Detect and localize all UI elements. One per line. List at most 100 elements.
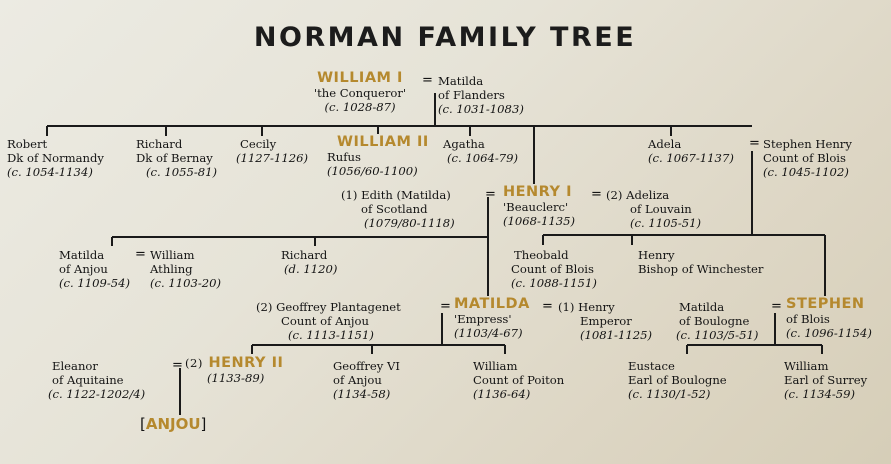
line1-cecily: Cecily <box>240 137 277 151</box>
line2-matilda-boulogne: of Boulogne <box>679 314 750 328</box>
line2-theobald: Count of Blois <box>511 262 594 276</box>
person-henry-bishop: Henry Bishop of Winchester <box>638 248 763 276</box>
person-matilda-empress: MATILDA 'Empress' (1103/4-67) <box>454 297 530 341</box>
name-william1: WILLIAM I <box>317 70 403 86</box>
marriage-sign-henry-emperor: = <box>542 299 553 314</box>
dates-william1: (c. 1028-87) <box>324 100 396 114</box>
person-richard-d: Richard (d. 1120) <box>281 248 337 276</box>
line1-eleanor: Eleanor <box>52 359 98 373</box>
person-geoffrey-plantagenet: (2) Geoffrey Plantagenet Count of Anjou … <box>256 300 401 342</box>
dates-adela: (c. 1067-1137) <box>648 151 734 165</box>
line1-adela: Adela <box>648 137 682 151</box>
line2-stephen-henry: Count of Blois <box>763 151 846 165</box>
line2-richard-bernay: Dk of Bernay <box>136 151 213 165</box>
dates-henry2: (1133-89) <box>207 371 265 385</box>
dates-agatha: (c. 1064-79) <box>447 151 519 165</box>
person-robert: Robert Dk of Normandy (c. 1054-1134) <box>2 137 132 179</box>
line2-matilda-anjou: of Anjou <box>59 262 108 276</box>
line1-theobald: Theobald <box>514 248 569 262</box>
marriage-sign-edith: = <box>485 187 496 202</box>
dates-theobald: (c. 1088-1151) <box>511 276 597 290</box>
person-william-poiton: William Count of Poiton (1136-64) <box>473 359 564 401</box>
person-henry1: HENRY I 'Beauclerc' (1068-1135) <box>503 184 575 229</box>
dates-matilda-anjou: (c. 1109-54) <box>59 276 131 290</box>
epithet-stephen: of Blois <box>786 312 830 326</box>
line1-henry-emperor: (1) Henry <box>558 300 615 314</box>
line1-matilda-anjou: Matilda <box>59 248 105 262</box>
line1-adeliza: (2) Adeliza <box>606 188 670 202</box>
dates-eleanor: (c. 1122-1202/4) <box>48 387 146 401</box>
line2-henry-bishop: Bishop of Winchester <box>638 262 764 276</box>
marriage-sign-matilda-anjou: = <box>135 247 146 262</box>
line2-matilda-flanders: of Flanders <box>438 88 505 102</box>
bracket-close: ] <box>200 415 207 433</box>
person-cecily: Cecily (1127-1126) <box>236 137 308 165</box>
dates-william2: (1056/60-1100) <box>327 164 418 178</box>
dates-henry-emperor: (1081-1125) <box>580 328 652 342</box>
epithet-william1: 'the Conqueror' <box>313 86 407 100</box>
dates-edith: (1079/80-1118) <box>364 216 455 230</box>
bracket-open: [ <box>140 415 146 433</box>
marriage-sign-adeliza: = <box>591 187 602 202</box>
line2-eustace: Earl of Boulogne <box>628 373 727 387</box>
line1-eustace: Eustace <box>628 359 675 373</box>
line1-stephen-henry: Stephen Henry <box>763 137 852 151</box>
name-henry1: HENRY I <box>503 184 572 200</box>
line2-geoffrey-plantagenet: Count of Anjou <box>281 314 369 328</box>
line2-eleanor: of Aquitaine <box>52 373 124 387</box>
line1-henry-bishop: Henry <box>638 248 675 262</box>
line1-matilda-flanders: Matilda <box>438 74 484 88</box>
line1-robert: Robert <box>7 137 48 151</box>
line1-matilda-boulogne: Matilda <box>679 300 725 314</box>
dates-william-athling: (c. 1103-20) <box>150 276 222 290</box>
house-anjou-label: [ANJOU] <box>140 415 206 433</box>
line1-william-athling: William <box>150 248 195 262</box>
person-william-athling: William Athling (c. 1103-20) <box>150 248 221 290</box>
marriage-sign-adela: = <box>749 136 760 151</box>
line2-william-surrey: Earl of Surrey <box>784 373 868 387</box>
epithet-william2: Rufus <box>327 150 361 164</box>
name-henry2: HENRY II <box>208 355 284 371</box>
person-eustace: Eustace Earl of Boulogne (c. 1130/1-52) <box>628 359 727 401</box>
dates-william-surrey: (c. 1134-59) <box>784 387 856 401</box>
dates-henry1: (1068-1135) <box>503 214 575 228</box>
dates-geoffrey-plantagenet: (c. 1113-1151) <box>288 328 374 342</box>
line1-edith: (1) Edith (Matilda) <box>341 188 451 202</box>
dates-stephen: (c. 1096-1154) <box>786 326 872 340</box>
person-henry-emperor: (1) Henry Emperor (1081-1125) <box>558 300 652 342</box>
person-stephen: STEPHEN of Blois (c. 1096-1154) <box>786 297 872 341</box>
marriage-sign-stephen: = <box>771 299 782 314</box>
line2-robert: Dk of Normandy <box>7 151 104 165</box>
dates-cecily: (1127-1126) <box>236 151 308 165</box>
dates-matilda-flanders: (c. 1031-1083) <box>438 102 524 116</box>
person-matilda-flanders: Matilda of Flanders (c. 1031-1083) <box>438 74 524 116</box>
line1-william-poiton: William <box>473 359 518 373</box>
epithet-matilda-empress: 'Empress' <box>454 312 512 326</box>
marriage-sign-william1: = <box>422 73 433 88</box>
line2-adeliza: of Louvain <box>630 202 692 216</box>
marriage-sign-eleanor: = <box>172 358 183 373</box>
prefix-henry2: (2) <box>185 356 203 370</box>
person-henry2: (2) HENRY II (1133-89) <box>185 355 284 386</box>
line1-geoffrey-plantagenet: (2) Geoffrey Plantagenet <box>256 300 401 314</box>
dates-richard-d: (d. 1120) <box>284 262 338 276</box>
dates-eustace: (c. 1130/1-52) <box>628 387 711 401</box>
dates-william-poiton: (1136-64) <box>473 387 531 401</box>
line1-william-surrey: William <box>784 359 829 373</box>
line1-richard-d: Richard <box>281 248 328 262</box>
marriage-sign-geoffrey: = <box>440 299 451 314</box>
person-eleanor: Eleanor of Aquitaine (c. 1122-1202/4) <box>48 359 145 401</box>
person-william1: WILLIAM I 'the Conqueror' (c. 1028-87) <box>300 70 420 115</box>
person-stephen-henry: Stephen Henry Count of Blois (c. 1045-11… <box>763 137 852 179</box>
person-richard-bernay: Richard Dk of Bernay (c. 1055-81) <box>136 137 217 179</box>
dates-matilda-empress: (1103/4-67) <box>454 326 523 340</box>
dates-matilda-boulogne: (c. 1103/5-51) <box>676 328 759 342</box>
person-william2: WILLIAM II Rufus (1056/60-1100) <box>327 135 429 179</box>
line2-henry-emperor: Emperor <box>580 314 632 328</box>
person-edith: (1) Edith (Matilda) of Scotland (1079/80… <box>341 188 455 230</box>
person-agatha: Agatha (c. 1064-79) <box>443 137 518 165</box>
person-geoffrey6: Geoffrey VI of Anjou (1134-58) <box>333 359 400 401</box>
person-matilda-boulogne: Matilda of Boulogne (c. 1103/5-51) <box>676 300 758 342</box>
page-title: NORMAN FAMILY TREE <box>253 22 637 53</box>
